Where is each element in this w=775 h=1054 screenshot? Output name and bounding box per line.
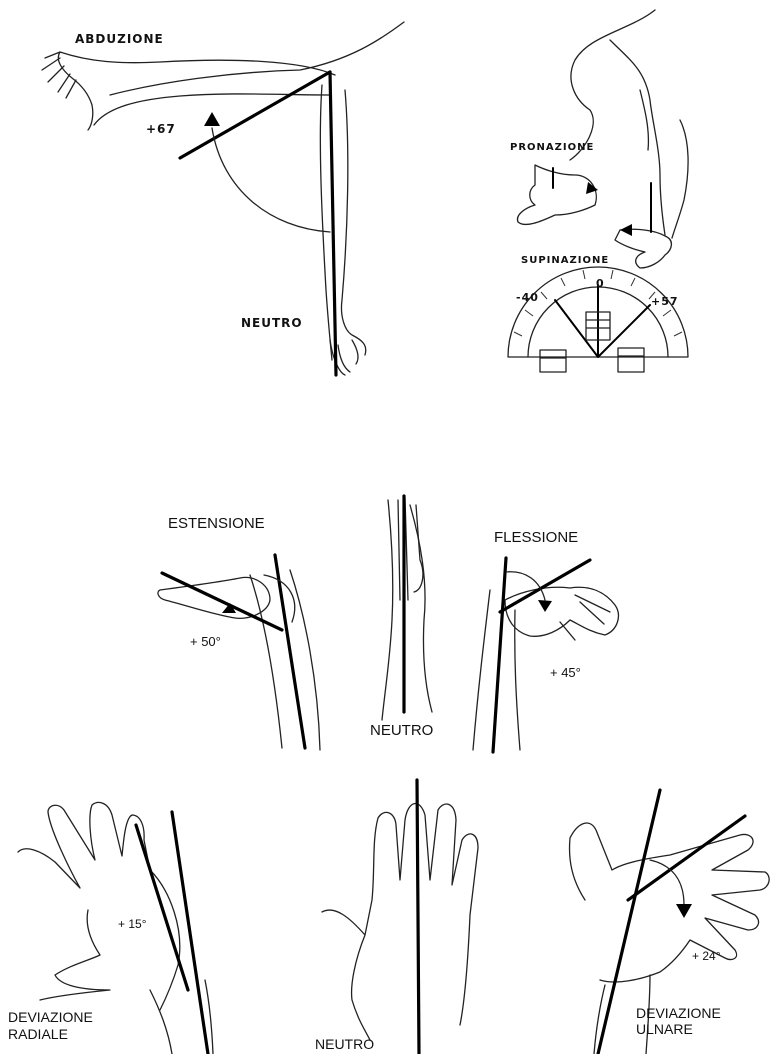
neutral-wrist-arm bbox=[382, 500, 432, 720]
flexion-forearm bbox=[473, 590, 520, 750]
radial-reference-line bbox=[172, 812, 208, 1054]
ulnar-label-line1: DEVIAZIONE bbox=[636, 1005, 721, 1021]
shoulder-neutral-label: NEUTRO bbox=[241, 316, 303, 330]
ulnar-deviation-figure: + 24° DEVIAZIONE ULNARE bbox=[570, 790, 770, 1054]
protractor-zero-angle: 0 bbox=[596, 277, 605, 290]
ulnar-arrow-icon bbox=[676, 904, 692, 918]
protractor-right-angle: +57 bbox=[651, 295, 679, 308]
fist-left bbox=[540, 350, 566, 372]
forearm-protractor: -40 0 +57 bbox=[508, 267, 688, 372]
wrist-neutral-figure: NEUTRO bbox=[370, 496, 433, 739]
flexion-label: FLESSIONE bbox=[494, 529, 578, 546]
abduction-label: ABDUZIONE bbox=[75, 32, 164, 46]
radial-label-line2: RADIALE bbox=[8, 1026, 68, 1042]
wrist-neutral-label: NEUTRO bbox=[370, 722, 433, 739]
protractor-left-angle: -40 bbox=[516, 291, 539, 304]
flexion-arrow-icon bbox=[538, 600, 552, 612]
supination-arrow-icon bbox=[620, 224, 632, 236]
flexion-hand bbox=[505, 587, 618, 636]
fist-right bbox=[618, 348, 644, 372]
protractor-angle-lines bbox=[555, 285, 650, 357]
abducted-arm-outline bbox=[58, 52, 335, 130]
deviation-neutral-figure: NEUTRO bbox=[315, 780, 478, 1054]
abduction-arrow-icon bbox=[204, 112, 220, 126]
abduction-arc bbox=[212, 128, 330, 232]
ulnar-label-line2: ULNARE bbox=[636, 1021, 693, 1037]
supination-hand bbox=[615, 229, 671, 268]
wrist-extension-figure: ESTENSIONE + 50° bbox=[158, 515, 320, 750]
flexion-angle: + 45° bbox=[550, 665, 581, 680]
deviation-neutral-reference-line bbox=[417, 780, 419, 1054]
extension-label: ESTENSIONE bbox=[168, 515, 265, 532]
ulnar-angle: + 24° bbox=[692, 949, 721, 963]
abduction-reference-line bbox=[330, 72, 336, 375]
abduction-moving-arm-line bbox=[180, 72, 330, 158]
extension-forearm bbox=[250, 570, 320, 750]
pronation-hand bbox=[517, 165, 596, 224]
pronation-label: PRONAZIONE bbox=[510, 142, 594, 153]
forearm-outline bbox=[640, 90, 688, 238]
abducted-hand-fingers bbox=[42, 52, 76, 98]
radial-hand-outline bbox=[18, 802, 180, 1010]
extension-angle: + 50° bbox=[190, 634, 221, 649]
supination-label: SUPINAZIONE bbox=[521, 255, 609, 266]
neutral-wrist-fingers bbox=[398, 498, 423, 600]
radial-moving-line bbox=[136, 825, 188, 990]
ulnar-hand-outline bbox=[570, 823, 770, 982]
radial-deviation-figure: + 15° DEVIAZIONE RADIALE bbox=[8, 802, 213, 1054]
abduction-angle: +67 bbox=[146, 122, 176, 136]
extension-reference-line bbox=[275, 555, 305, 748]
radial-label-line1: DEVIAZIONE bbox=[8, 1009, 93, 1025]
radial-angle: + 15° bbox=[118, 917, 147, 931]
neutral-arm-outline bbox=[320, 85, 365, 360]
wrist-flexion-figure: FLESSIONE + 45° bbox=[473, 529, 618, 752]
flexion-fingers bbox=[560, 595, 610, 640]
deviation-neutral-label: NEUTRO bbox=[315, 1036, 374, 1052]
flexion-reference-line bbox=[493, 558, 506, 752]
forearm-rotation-figure: PRONAZIONE SUPINAZIONE -40 bbox=[508, 10, 688, 372]
neutral-palm-outline bbox=[322, 804, 478, 1040]
shoulder-abduction-figure: ABDUZIONE +67 NEUTRO bbox=[42, 22, 404, 375]
